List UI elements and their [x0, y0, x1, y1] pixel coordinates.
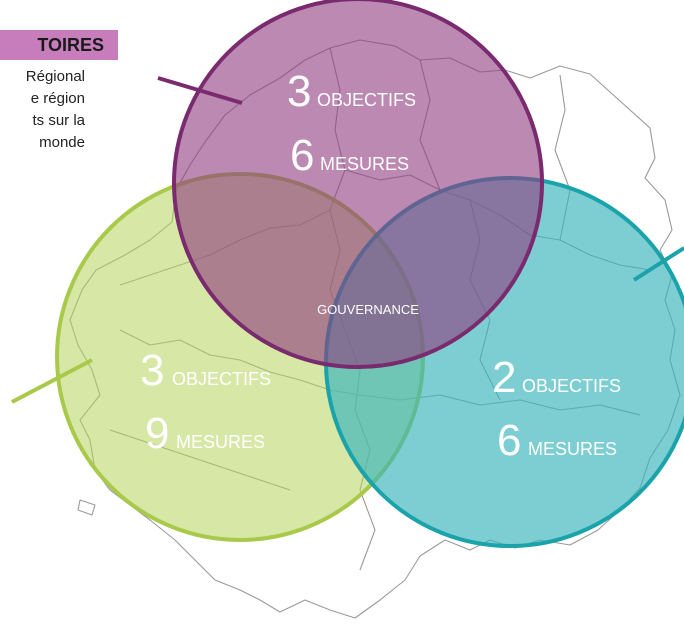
purple-circle: [172, 0, 544, 369]
circle-group: [55, 0, 684, 548]
intro-line-4: monde: [39, 134, 85, 151]
purple-pointer-line: [157, 76, 243, 105]
green-objectives-label: OBJECTIFS: [172, 369, 271, 389]
purple-objectives-label: OBJECTIFS: [317, 90, 416, 110]
center-governance-label: GOUVERNANCE: [317, 302, 419, 317]
green-pointer-line: [11, 358, 93, 404]
green-measures-number: 9: [145, 409, 169, 458]
teal-objectives-number: 2: [492, 353, 516, 402]
intro-line-3: ts sur la: [32, 112, 85, 129]
intro-text: Régional e région ts sur la monde: [0, 66, 85, 154]
teal-measures-label: MESURES: [528, 439, 617, 459]
purple-objectives-number: 3: [287, 67, 311, 116]
intro-line-1: Régional: [25, 68, 85, 85]
teal-measures-number: 6: [497, 416, 521, 465]
section-title-text: TOIRES: [37, 35, 104, 55]
purple-measures-number: 6: [290, 131, 314, 180]
green-objectives-number: 3: [140, 346, 164, 395]
teal-pointer-line: [632, 246, 684, 282]
teal-objectives-label: OBJECTIFS: [522, 376, 621, 396]
section-title-tag: TOIRES: [0, 30, 118, 60]
purple-measures-label: MESURES: [320, 154, 409, 174]
green-measures-label: MESURES: [176, 432, 265, 452]
intro-line-2: e région: [30, 90, 85, 107]
